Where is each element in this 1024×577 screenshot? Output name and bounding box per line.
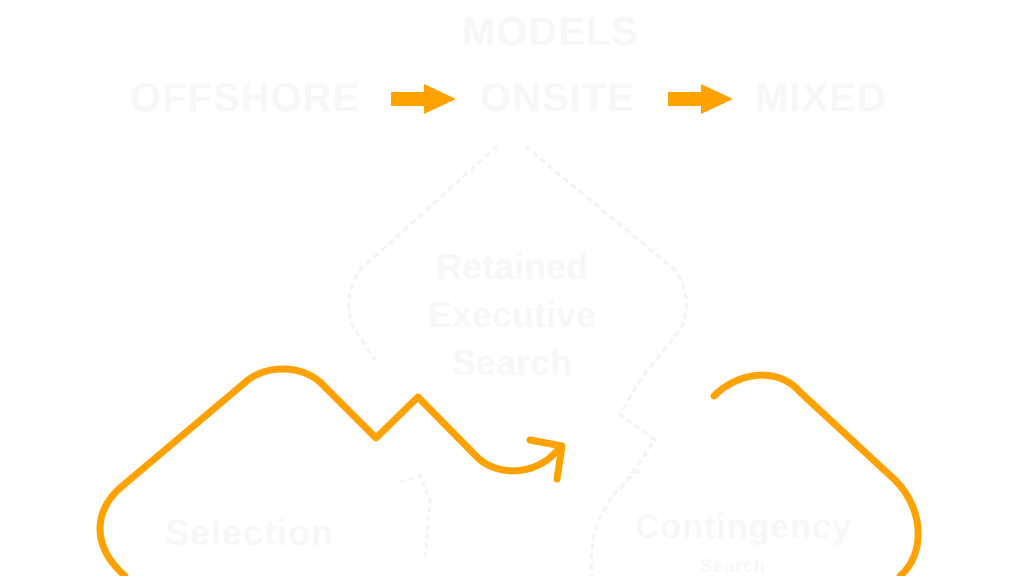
left-connector-line xyxy=(96,365,564,576)
center-node-line-2: Executive xyxy=(427,294,597,335)
model-onsite: ONSITE xyxy=(480,76,635,120)
center-node-outline xyxy=(347,144,688,491)
arrow-icon-1 xyxy=(391,84,456,114)
center-node-label: Retained Executive Search xyxy=(392,243,632,387)
right-connector-line xyxy=(710,371,922,576)
bottom-left-inner-outline xyxy=(399,474,432,561)
arrow-icon-2 xyxy=(668,84,733,114)
left-connector-arrowhead xyxy=(526,436,566,483)
center-node-line-1: Retained xyxy=(435,246,589,287)
center-node-line-3: Search xyxy=(451,342,573,383)
model-mixed: MIXED xyxy=(755,76,887,120)
bottom-left-node-label: Selection xyxy=(165,512,335,553)
bottom-right-node-sublabel: Search xyxy=(700,556,767,576)
bottom-right-node-label: Contingency xyxy=(635,508,852,546)
bottom-right-node-outline xyxy=(589,468,641,576)
diagram-title: MODELS xyxy=(462,10,640,54)
model-offshore: OFFSHORE xyxy=(130,76,361,120)
